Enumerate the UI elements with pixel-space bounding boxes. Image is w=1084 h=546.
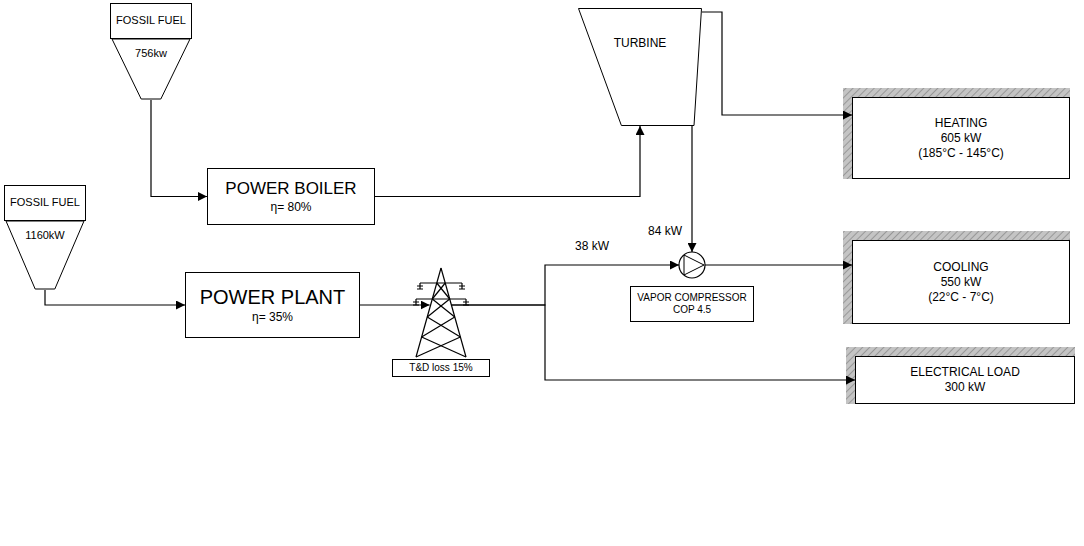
insulator <box>463 302 469 305</box>
load-box: HEATING605 kW(185°C - 145°C) <box>852 97 1070 179</box>
node-text: T&D loss 15% <box>409 362 472 375</box>
flow-connector <box>702 12 852 115</box>
node-text: 1160kW <box>4 229 86 243</box>
process-box: POWER PLANTη= 35% <box>185 272 360 338</box>
flow-connector <box>705 264 852 265</box>
node-text: 550 kW <box>941 275 982 290</box>
flow-connector <box>375 126 640 197</box>
tower-strut <box>427 317 460 337</box>
fuel-amount: 756kw <box>110 47 192 61</box>
compressor-triangle <box>684 255 704 275</box>
node-text: HEATING <box>935 116 987 131</box>
node-text: 605 kW <box>941 131 982 146</box>
wall-hatch <box>843 240 852 324</box>
tower-strut <box>432 283 445 299</box>
wall-hatch <box>843 231 1070 240</box>
tower-strut <box>432 299 454 317</box>
tower-strut <box>420 282 462 283</box>
insulator <box>413 302 419 305</box>
tower-strut <box>422 317 455 337</box>
node-text: ELECTRICAL LOAD <box>910 365 1020 380</box>
node-text: 756kw <box>110 47 192 61</box>
fuel-amount: 1160kW <box>4 229 86 243</box>
load-box: ELECTRICAL LOAD300 kW <box>855 356 1075 404</box>
turbine-shape <box>579 9 702 126</box>
node-text: POWER PLANT <box>200 285 346 310</box>
tower-strut <box>416 337 460 357</box>
turbine-outline <box>578 8 702 126</box>
flow-connector <box>360 304 430 305</box>
node-text: (185°C - 145°C) <box>918 146 1004 161</box>
turbine-label: TURBINE <box>578 36 702 51</box>
load-box: COOLING550 kW(22°C - 7°C) <box>852 240 1070 324</box>
process-box: POWER BOILERη= 80% <box>207 168 375 225</box>
flow-value: 84 kW <box>646 224 684 238</box>
tower-strut <box>416 298 466 299</box>
compressor-label-box: VAPOR COMPRESSORCOP 4.5 <box>630 286 754 322</box>
node-text: η= 35% <box>252 310 293 325</box>
compressor-circle <box>679 252 705 278</box>
node-text: COP 4.5 <box>673 304 711 317</box>
flow-value: 38 kW <box>573 239 611 253</box>
tower-strut <box>422 337 466 357</box>
wall-hatch <box>843 88 1070 97</box>
tower-strut <box>427 299 449 317</box>
fuel-label-box: FOSSIL FUEL <box>4 185 86 221</box>
node-text: COOLING <box>933 260 988 275</box>
insulator <box>459 286 465 289</box>
loss-label-box: T&D loss 15% <box>392 359 490 377</box>
node-text: (22°C - 7°C) <box>928 290 994 305</box>
node-text: η= 80% <box>270 200 311 215</box>
node-text: TURBINE <box>578 36 702 51</box>
transmission-tower: T&D loss 15% <box>392 265 490 377</box>
fuel-label-box: FOSSIL FUEL <box>110 3 192 39</box>
wall-hatch <box>846 347 1075 356</box>
fuel-hopper: FOSSIL FUEL 756kw <box>110 3 192 100</box>
node-text: 300 kW <box>945 380 986 395</box>
flow-connector <box>45 290 185 305</box>
node-text: FOSSIL FUEL <box>116 14 186 28</box>
compressor-symbol: VAPOR COMPRESSORCOP 4.5 <box>630 250 754 322</box>
insulator <box>417 286 423 289</box>
flow-connector <box>151 100 207 197</box>
turbine-symbol: TURBINE <box>578 8 702 126</box>
wall-hatch <box>843 97 852 179</box>
flow-connector <box>691 126 692 252</box>
node-text: VAPOR COMPRESSOR <box>637 292 746 305</box>
node-text: POWER BOILER <box>225 178 356 199</box>
node-text: FOSSIL FUEL <box>10 196 80 210</box>
fuel-hopper: FOSSIL FUEL 1160kW <box>4 185 86 290</box>
